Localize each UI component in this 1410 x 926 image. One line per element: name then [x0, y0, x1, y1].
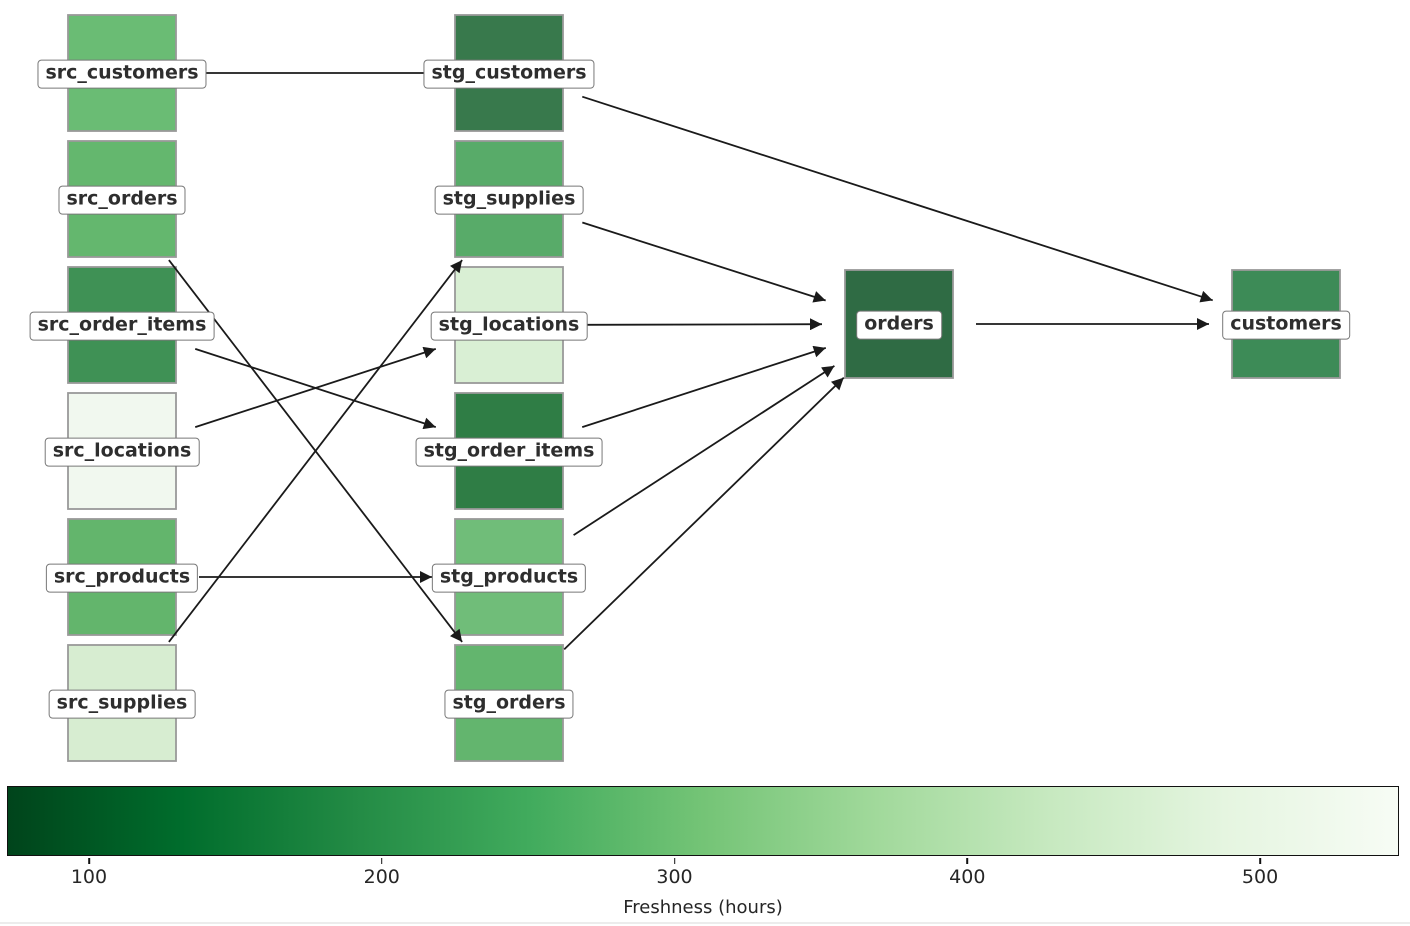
colorbar-axis-label: Freshness (hours) [623, 897, 783, 918]
colorbar-tick-label-100: 100 [70, 866, 108, 888]
colorbar-tick-label-200: 200 [363, 866, 400, 888]
colorbar-tick-mark-100 [88, 858, 90, 864]
edge-stg_products-to-orders [573, 365, 835, 536]
node-label-stg_orders: stg_orders [444, 689, 574, 719]
node-label-src_orders: src_orders [58, 185, 186, 215]
edge-stg_orders-to-orders [563, 377, 845, 650]
node-label-customers: customers [1222, 310, 1350, 340]
edge-stg_supplies-to-orders [582, 221, 826, 303]
node-label-src_products: src_products [45, 563, 199, 593]
colorbar-tick-label-500: 500 [1241, 866, 1279, 888]
node-label-src_customers: src_customers [37, 59, 207, 89]
node-label-stg_customers: stg_customers [423, 59, 595, 89]
colorbar-tick-label-400: 400 [949, 866, 986, 888]
edge-lines [168, 72, 1214, 650]
colorbar-tick-mark-500 [1259, 858, 1261, 864]
node-label-src_supplies: src_supplies [48, 689, 196, 719]
node-label-src_order_items: src_order_items [29, 311, 215, 341]
node-label-stg_products: stg_products [431, 563, 587, 593]
node-label-src_locations: src_locations [44, 437, 200, 467]
edge-stg_customers-to-customers [581, 95, 1214, 303]
edge-src_locations-to-stg_locations [194, 346, 437, 429]
edge-stg_locations-to-orders [585, 318, 823, 331]
node-label-stg_supplies: stg_supplies [434, 185, 584, 215]
colorbar-tick-label-300: 300 [656, 866, 693, 888]
colorbar-tick-mark-400 [966, 858, 969, 864]
node-label-stg_locations: stg_locations [430, 311, 588, 341]
colorbar-tick-mark-300 [673, 858, 676, 864]
colorbar-gradient [7, 786, 1399, 856]
edge-src_supplies-to-stg_supplies [168, 259, 463, 643]
node-label-orders: orders [856, 310, 942, 340]
node-label-stg_order_items: stg_order_items [415, 437, 603, 467]
edge-stg_order_items-to-orders [581, 345, 827, 429]
figure-bottom-edge [0, 922, 1410, 924]
colorbar-tick-mark-200 [380, 858, 383, 864]
